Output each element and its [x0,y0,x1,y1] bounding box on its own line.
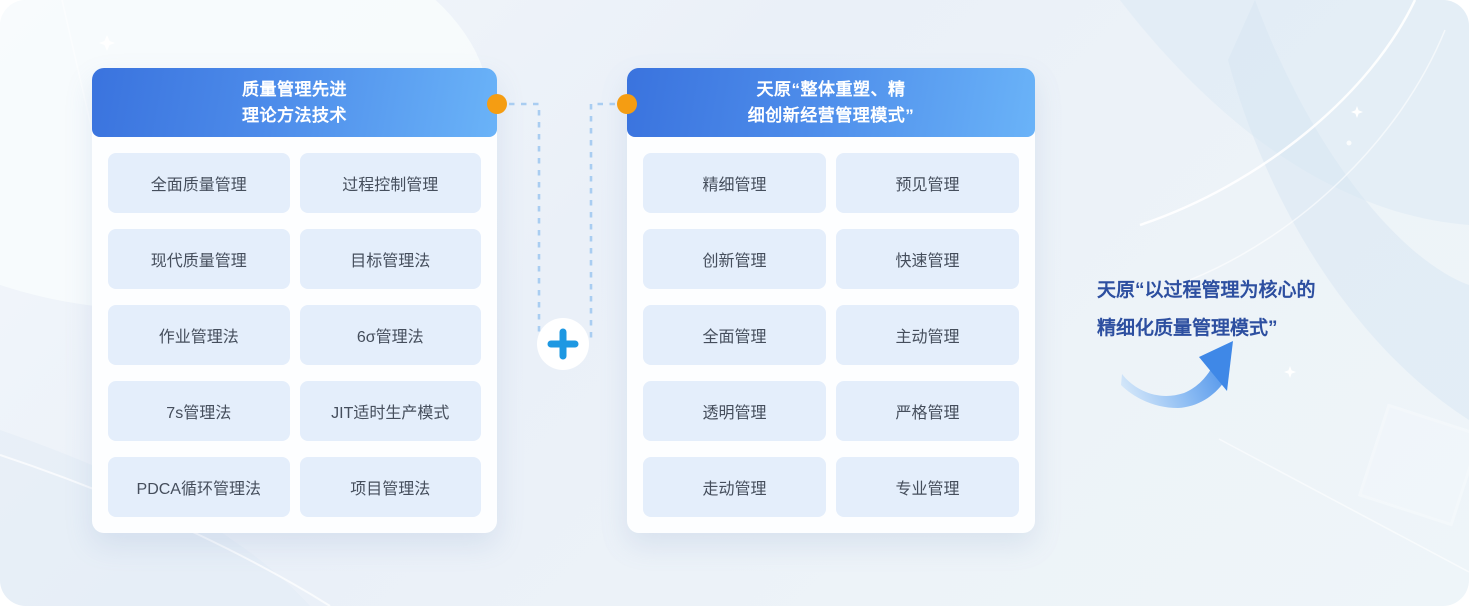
right-method-tile: 严格管理 [836,381,1019,441]
right-method-tile: 走动管理 [643,457,826,517]
left-panel-tiles: 全面质量管理 过程控制管理 现代质量管理 目标管理法 作业管理法 6σ管理法 7… [92,137,497,533]
left-panel-header: 质量管理先进 理论方法技术 [92,68,497,137]
dashed-connector-left [509,102,541,338]
right-method-tile: 透明管理 [643,381,826,441]
left-method-tile: 7s管理法 [108,381,290,441]
right-method-tile: 预见管理 [836,153,1019,213]
right-method-tile: 精细管理 [643,153,826,213]
left-method-tile: 全面质量管理 [108,153,290,213]
left-panel-title-line1: 质量管理先进 [242,79,347,99]
sparkle-icon [99,35,115,51]
right-method-tile: 全面管理 [643,305,826,365]
right-methods-panel: 天原“整体重塑、精 细创新经营管理模式” 精细管理 预见管理 创新管理 快速管理… [627,68,1035,533]
plus-icon [547,328,579,360]
right-panel-title-line1: 天原“整体重塑、精 [756,79,906,99]
sparkle-icon [1284,366,1296,378]
left-method-tile: 项目管理法 [299,457,481,517]
right-panel-title-line2: 细创新经营管理模式” [747,105,915,125]
conclusion-line1: 天原“以过程管理为核心的 [1097,280,1316,301]
left-panel-title-line2: 理论方法技术 [242,105,347,125]
left-method-tile: 6σ管理法 [299,305,481,365]
left-method-tile: 过程控制管理 [299,153,481,213]
right-method-tile: 专业管理 [836,457,1019,517]
left-method-tile: 目标管理法 [299,229,481,289]
left-method-tile: JIT适时生产模式 [299,381,481,441]
left-method-tile: PDCA循环管理法 [108,457,290,517]
conclusion-text: 天原“以过程管理为核心的 精细化质量管理模式” [1097,272,1357,348]
right-method-tile: 快速管理 [836,229,1019,289]
dashed-connector-right [589,102,615,338]
left-method-tile: 作业管理法 [108,305,290,365]
sparkle-icon [1351,106,1363,118]
plus-circle [537,318,589,370]
left-method-tile: 现代质量管理 [108,229,290,289]
right-method-tile: 创新管理 [643,229,826,289]
right-panel-header: 天原“整体重塑、精 细创新经营管理模式” [627,68,1035,137]
conclusion-line2: 精细化质量管理模式” [1097,318,1278,339]
right-method-tile: 主动管理 [836,305,1019,365]
right-panel-tiles: 精细管理 预见管理 创新管理 快速管理 全面管理 主动管理 透明管理 严格管理 … [627,137,1035,533]
left-methods-panel: 质量管理先进 理论方法技术 全面质量管理 过程控制管理 现代质量管理 目标管理法… [92,68,497,533]
swirl-top-right [1120,0,1469,225]
